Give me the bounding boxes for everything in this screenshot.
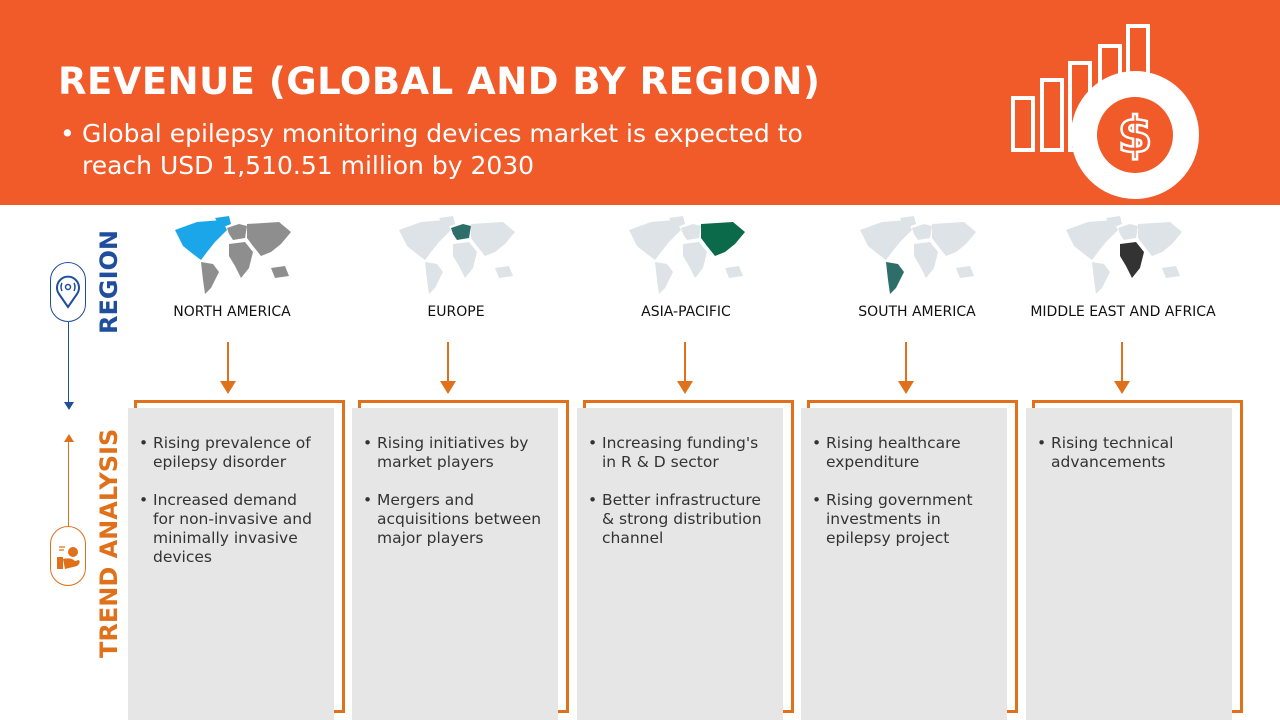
- map-na: [1066, 220, 1118, 260]
- trend-item: Rising initiatives by market players: [363, 434, 546, 472]
- map-sa: [201, 262, 219, 294]
- map-sa: [886, 262, 904, 294]
- trend-box: Rising healthcare expenditureRising gove…: [801, 408, 1007, 720]
- map-au: [1162, 266, 1180, 278]
- trend-item: Rising technical advancements: [1037, 434, 1220, 472]
- trend-item: Mergers and acquisitions between major p…: [363, 491, 546, 548]
- map-af: [453, 242, 477, 278]
- trend-hand-icon: [50, 526, 86, 586]
- map-au: [725, 266, 743, 278]
- map-eu: [912, 224, 932, 240]
- map-eu: [681, 224, 701, 240]
- map-au: [271, 266, 289, 278]
- trend-item: Rising healthcare expenditure: [812, 434, 995, 472]
- header-banner: REVENUE (GLOBAL AND BY REGION) •Global e…: [0, 0, 1280, 205]
- map-na: [629, 220, 681, 260]
- revenue-growth-icon: $: [1011, 24, 1199, 199]
- svg-text:$: $: [1118, 106, 1153, 164]
- trend-list: Rising initiatives by market playersMerg…: [363, 434, 546, 548]
- header-bullet: •Global epilepsy monitoring devices mark…: [60, 119, 803, 180]
- map-na: [860, 220, 912, 260]
- map-gl: [1106, 216, 1122, 228]
- map-sa: [1092, 262, 1110, 294]
- trend-connector-line: [68, 440, 69, 526]
- map-as: [1138, 222, 1182, 256]
- map-eu: [1118, 224, 1138, 240]
- trend-list: Increasing funding's in R & D sectorBett…: [588, 434, 771, 548]
- map-eu: [227, 224, 247, 240]
- region-arrow-icon: [1114, 342, 1130, 394]
- map-as: [471, 222, 515, 256]
- region-arrow-icon: [440, 342, 456, 394]
- trend-item: Rising government investments in epileps…: [812, 491, 995, 548]
- down-arrow-icon: [64, 402, 74, 410]
- region-map: [175, 216, 291, 294]
- map-na: [399, 220, 451, 260]
- region-map: [1066, 216, 1182, 294]
- region-name: EUROPE: [427, 304, 485, 320]
- map-as: [932, 222, 976, 256]
- map-as: [247, 222, 291, 256]
- trend-box: Rising initiatives by market playersMerg…: [352, 408, 558, 720]
- map-sa: [425, 262, 443, 294]
- trend-box: Rising prevalence of epilepsy disorderIn…: [128, 408, 334, 720]
- region-map: [399, 216, 515, 294]
- trend-item: Rising prevalence of epilepsy disorder: [139, 434, 322, 472]
- trend-list: Rising healthcare expenditureRising gove…: [812, 434, 995, 548]
- region-label: REGION: [95, 230, 123, 334]
- region-name: ASIA-PACIFIC: [641, 304, 731, 320]
- trend-list: Rising technical advancements: [1037, 434, 1220, 472]
- region-arrow-icon: [898, 342, 914, 394]
- map-af: [1120, 242, 1144, 278]
- map-as: [701, 222, 745, 256]
- region-name: NORTH AMERICA: [173, 304, 291, 320]
- map-af: [229, 242, 253, 278]
- region-map: [860, 216, 976, 294]
- map-gl: [669, 216, 685, 228]
- trend-item: Increased demand for non-invasive and mi…: [139, 491, 322, 567]
- map-gl: [439, 216, 455, 228]
- map-eu: [451, 224, 471, 240]
- region-arrow-icon: [677, 342, 693, 394]
- trend-item: Better infrastructure & strong distribut…: [588, 491, 771, 548]
- up-arrow-icon: [64, 434, 74, 442]
- map-au: [495, 266, 513, 278]
- trend-box: Rising technical advancements: [1026, 408, 1232, 720]
- map-au: [956, 266, 974, 278]
- map-gl: [900, 216, 916, 228]
- trend-analysis-label: TREND ANALYSIS: [95, 428, 123, 658]
- region-connector-line: [68, 322, 69, 404]
- page-title: REVENUE (GLOBAL AND BY REGION): [58, 60, 821, 103]
- map-af: [683, 242, 707, 278]
- trend-item: Increasing funding's in R & D sector: [588, 434, 771, 472]
- map-sa: [655, 262, 673, 294]
- location-pin-icon: [50, 262, 86, 322]
- region-arrow-icon: [220, 342, 236, 394]
- map-na: [175, 220, 227, 260]
- region-name: MIDDLE EAST AND AFRICA: [1030, 304, 1216, 320]
- trend-box: Increasing funding's in R & D sectorBett…: [577, 408, 783, 720]
- trend-list: Rising prevalence of epilepsy disorderIn…: [139, 434, 322, 567]
- region-name: SOUTH AMERICA: [858, 304, 976, 320]
- region-map: [629, 216, 745, 294]
- map-af: [914, 242, 938, 278]
- map-gl: [215, 216, 231, 228]
